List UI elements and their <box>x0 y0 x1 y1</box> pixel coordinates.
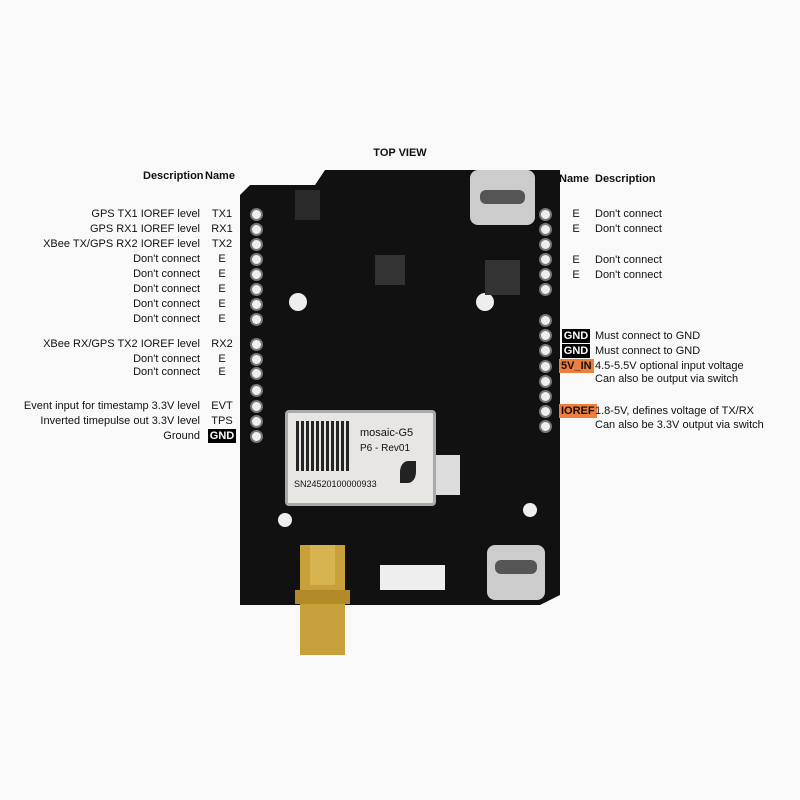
datamatrix-code <box>296 421 351 471</box>
pin-name: RX1 <box>211 223 233 235</box>
pin-description: 4.5-5.5V optional input voltage <box>595 360 744 372</box>
module-serial: SN24520100000933 <box>294 479 377 489</box>
pin-description: Don't connect <box>133 253 200 265</box>
pin-description: XBee TX/GPS RX2 IOREF level <box>43 238 200 250</box>
module-brand: mosaic-G5 <box>360 427 414 439</box>
pin-description: Don't connect <box>133 283 200 295</box>
pin-name: TX1 <box>211 208 233 220</box>
right-description-header: Description <box>595 173 656 185</box>
pin-name: E <box>218 253 226 265</box>
pin-name: RX2 <box>211 338 233 350</box>
pin-name: E <box>218 313 226 325</box>
gnd-pin-tag: GND <box>561 329 591 343</box>
pin-name: E <box>218 353 226 365</box>
left-description-header: Description <box>143 170 204 182</box>
pin-description: XBee RX/GPS TX2 IOREF level <box>43 338 200 350</box>
module-revision: P6 - Rev01 <box>360 443 411 454</box>
pin-description: Don't connect <box>595 254 662 266</box>
pin-description: Don't connect <box>133 298 200 310</box>
pin-name: E <box>218 298 226 310</box>
5v-in-pin-tag: 5V_IN <box>559 359 594 373</box>
right-name-header: Name <box>559 173 589 185</box>
gnd-pin-tag: GND <box>561 344 591 358</box>
pin-description: Don't connect <box>595 269 662 281</box>
gnss-module: mosaic-G5 P6 - Rev01 SN24520100000933 <box>285 410 436 506</box>
pin-name: E <box>572 208 580 220</box>
ioref-pin-tag: IOREF <box>559 404 597 418</box>
pin-description: 1.8-5V, defines voltage of TX/RX <box>595 405 754 417</box>
gnd-pin-tag: GND <box>207 429 237 443</box>
page-title: TOP VIEW <box>373 147 427 159</box>
pin-description: Don't connect <box>595 208 662 220</box>
pin-name: E <box>572 223 580 235</box>
pin-name: E <box>572 269 580 281</box>
pin-description: Don't connect <box>133 268 200 280</box>
pin-name: EVT <box>211 400 233 412</box>
pin-name: E <box>218 366 226 378</box>
septentrio-logo-icon <box>400 461 416 483</box>
pin-name: E <box>572 254 580 266</box>
left-name-header: Name <box>205 170 235 182</box>
pin-description: Don't connect <box>133 366 200 378</box>
pin-description-line2: Can also be output via switch <box>595 373 739 385</box>
pin-name: E <box>218 283 226 295</box>
pin-description: Don't connect <box>595 223 662 235</box>
pin-description: Must connect to GND <box>595 330 701 342</box>
pin-description: Must connect to GND <box>595 345 701 357</box>
pin-description: Inverted timepulse out 3.3V level <box>40 415 200 427</box>
pin-description: GPS TX1 IOREF level <box>91 208 200 220</box>
pin-name: TX2 <box>211 238 233 250</box>
pin-description: Don't connect <box>133 313 200 325</box>
pin-name: E <box>218 268 226 280</box>
pin-description: Don't connect <box>133 353 200 365</box>
pin-description: Event input for timestamp 3.3V level <box>23 400 200 412</box>
pin-description: Ground <box>163 430 200 442</box>
pin-description-line2: Can also be 3.3V output via switch <box>595 419 764 431</box>
pin-description: GPS RX1 IOREF level <box>89 223 200 235</box>
pin-name: TPS <box>211 415 233 427</box>
pcb-board: mosaic-G5 P6 - Rev01 SN24520100000933 <box>240 165 560 655</box>
